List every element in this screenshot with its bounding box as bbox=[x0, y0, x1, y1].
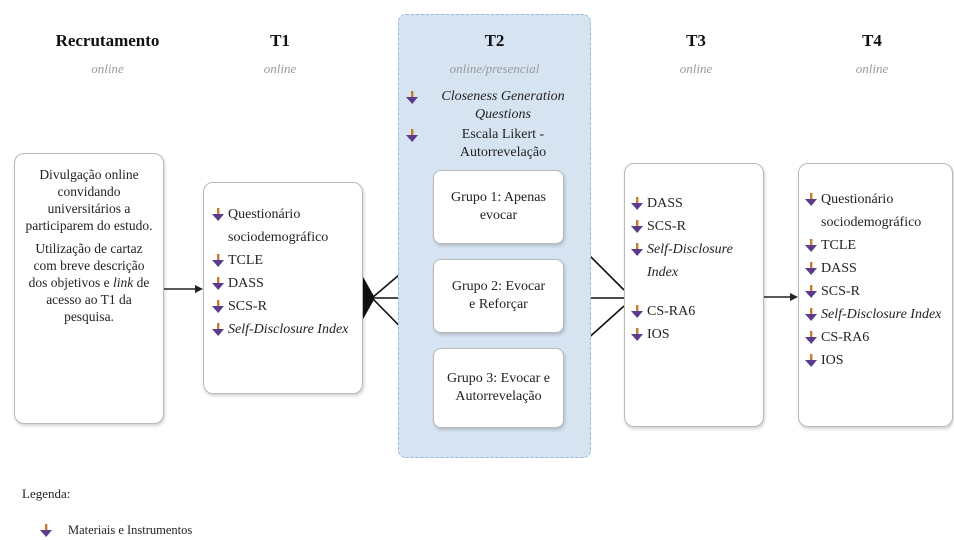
recrutamento-text-1: Divulgação online convidando universitár… bbox=[25, 167, 153, 233]
t1-item-label: TCLE bbox=[228, 253, 263, 268]
t4-item: Self-Disclosure Index bbox=[805, 303, 950, 326]
legend-item-label: Materiais e Instrumentos bbox=[68, 523, 193, 537]
mode-t1: online bbox=[263, 61, 297, 76]
materials-arrow-icon bbox=[631, 300, 645, 323]
t4-item-label: CS-RA6 bbox=[821, 330, 870, 345]
t4-item: IOS bbox=[805, 349, 950, 372]
header-t1: T1 bbox=[270, 31, 290, 50]
mode-t3: online bbox=[679, 61, 713, 76]
materials-arrow-icon bbox=[212, 249, 226, 272]
t1-item-label: Self-Disclosure Index bbox=[228, 322, 349, 337]
recrutamento-text-2c: de acesso ao T1 da pesquisa. bbox=[46, 275, 150, 324]
t2-item-cgq: Closeness Generation Questions bbox=[406, 88, 584, 124]
t3-item: SCS-R bbox=[631, 215, 759, 238]
recrutamento-text-2a: Utilização de cartaz com breve descrição… bbox=[28, 241, 145, 290]
t2-instrument-list: Closeness Generation Questions Escala Li… bbox=[406, 88, 584, 162]
t1-item-label: SCS-R bbox=[228, 299, 267, 314]
t4-item: DASS bbox=[805, 257, 950, 280]
fan-out-wedge bbox=[362, 275, 375, 321]
t4-item-label: SCS-R bbox=[821, 284, 860, 299]
grupo-3-box: Grupo 3: Evocar e Autorrevelação bbox=[433, 348, 564, 428]
t1-item: Self-Disclosure Index bbox=[212, 318, 358, 341]
materials-arrow-icon bbox=[805, 303, 819, 326]
materials-arrow-icon bbox=[805, 349, 819, 372]
t3-item-label: Self-Disclosure Index bbox=[647, 242, 733, 280]
t1-item: TCLE bbox=[212, 249, 358, 272]
materials-arrow-icon bbox=[805, 188, 819, 211]
t1-item: Questionário sociodemográfico bbox=[212, 203, 358, 249]
t2-item-likert-label: Escala Likert - Autorrevelação bbox=[459, 127, 547, 160]
materials-arrow-icon bbox=[406, 126, 420, 144]
materials-arrow-icon bbox=[631, 238, 645, 261]
materials-arrow-icon bbox=[631, 192, 645, 215]
t4-item-label: Self-Disclosure Index bbox=[821, 307, 942, 322]
mode-t2: online/presencial bbox=[449, 61, 540, 76]
materials-arrow-icon bbox=[631, 215, 645, 238]
grupo-3-label: Grupo 3: Evocar e Autorrevelação bbox=[446, 371, 551, 404]
materials-arrow-icon bbox=[40, 522, 54, 538]
t3-item: DASS bbox=[631, 192, 759, 215]
arrowhead-t4 bbox=[790, 293, 798, 301]
t3-item-label: CS-RA6 bbox=[647, 304, 696, 319]
materials-arrow-icon bbox=[805, 257, 819, 280]
arrowhead-t1 bbox=[195, 285, 203, 293]
t3-item-label: IOS bbox=[647, 327, 670, 342]
t3-item-label: SCS-R bbox=[647, 219, 686, 234]
grupo-2-label: Grupo 2: Evocar e Reforçar bbox=[451, 279, 546, 312]
header-t4: T4 bbox=[862, 31, 882, 50]
t1-item-label: Questionário sociodemográfico bbox=[228, 207, 329, 245]
materials-arrow-icon bbox=[805, 326, 819, 349]
t4-item: Questionário sociodemográfico bbox=[805, 188, 950, 234]
materials-arrow-icon bbox=[805, 234, 819, 257]
materials-arrow-icon bbox=[631, 323, 645, 346]
t3-item: CS-RA6 bbox=[631, 300, 759, 323]
grupo-1-box: Grupo 1: Apenas evocar bbox=[433, 170, 564, 244]
t2-item-likert: Escala Likert - Autorrevelação bbox=[406, 126, 584, 162]
recrutamento-link-word: link bbox=[113, 275, 134, 290]
grupo-2-box: Grupo 2: Evocar e Reforçar bbox=[433, 259, 564, 333]
grupo-1-label: Grupo 1: Apenas evocar bbox=[451, 190, 546, 223]
materials-arrow-icon bbox=[212, 272, 226, 295]
t4-item-label: Questionário sociodemográfico bbox=[821, 192, 922, 230]
materials-arrow-icon bbox=[212, 295, 226, 318]
t4-item-label: IOS bbox=[821, 353, 844, 368]
header-recrutamento: Recrutamento bbox=[55, 31, 160, 50]
t1-item-label: DASS bbox=[228, 276, 264, 291]
legend-title: Legenda: bbox=[22, 486, 71, 501]
t3-item-label: DASS bbox=[647, 196, 683, 211]
t4-item: SCS-R bbox=[805, 280, 950, 303]
header-t3: T3 bbox=[686, 31, 706, 50]
recrutamento-text-2: Utilização de cartaz com breve descrição… bbox=[23, 240, 155, 325]
t4-item: TCLE bbox=[805, 234, 950, 257]
legend-item: Materiais e Instrumentos bbox=[40, 522, 192, 538]
t4-item: CS-RA6 bbox=[805, 326, 950, 349]
t4-item-label: TCLE bbox=[821, 238, 856, 253]
recrutamento-box: Divulgação online convidando universitár… bbox=[14, 153, 164, 424]
materials-arrow-icon bbox=[805, 280, 819, 303]
t3-item: IOS bbox=[631, 323, 759, 346]
materials-arrow-icon bbox=[212, 203, 226, 226]
t1-item: DASS bbox=[212, 272, 358, 295]
t2-item-cgq-label: Closeness Generation Questions bbox=[441, 89, 565, 122]
materials-arrow-icon bbox=[406, 88, 420, 106]
mode-recrutamento: online bbox=[91, 61, 124, 76]
t4-item-label: DASS bbox=[821, 261, 857, 276]
header-t2: T2 bbox=[484, 31, 505, 50]
materials-arrow-icon bbox=[212, 318, 226, 341]
mode-t4: online bbox=[855, 61, 889, 76]
t3-item: Self-Disclosure Index bbox=[631, 238, 759, 284]
t1-item: SCS-R bbox=[212, 295, 358, 318]
